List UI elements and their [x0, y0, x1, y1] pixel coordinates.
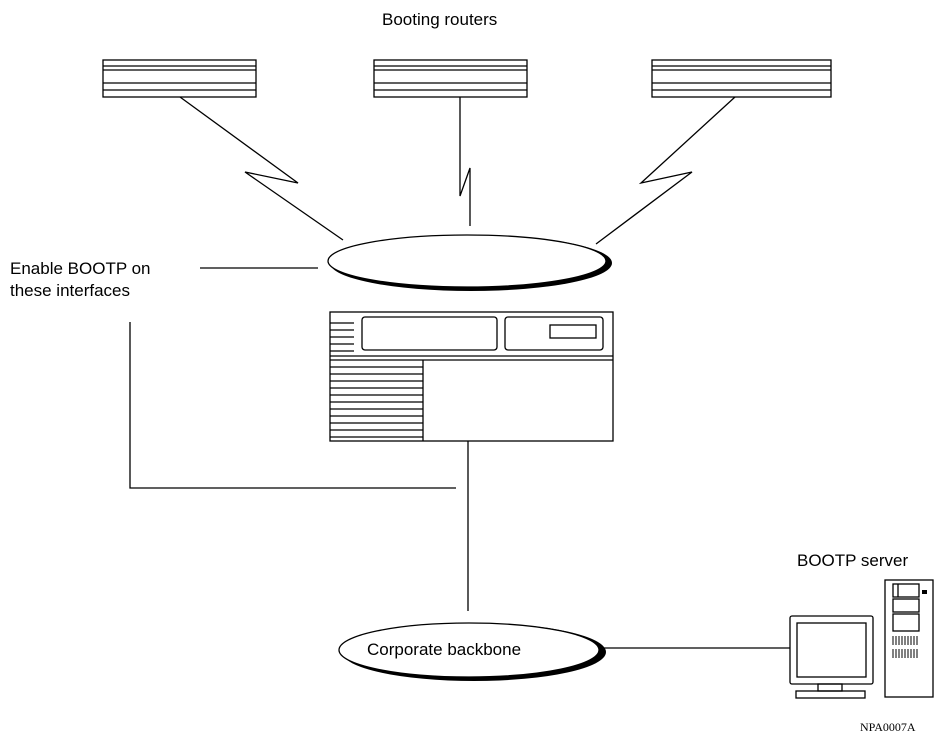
central-router [329, 311, 614, 442]
central-router-vents [330, 366, 423, 438]
figure-id: NPA0007A [860, 720, 916, 734]
corporate-backbone-label: Corporate backbone [367, 640, 522, 659]
interface-ellipse [327, 234, 607, 288]
booting-router-2 [373, 59, 528, 98]
enable-bootp-label-line1: Enable BOOTP on [10, 259, 151, 278]
callout-line-to-link [129, 322, 456, 489]
booting-routers-label: Booting routers [382, 10, 498, 29]
tower-indicator [922, 590, 927, 594]
wan-link-3 [595, 96, 736, 245]
wan-link-1 [179, 96, 344, 241]
bootp-server-tower [884, 579, 934, 698]
central-router-vents-top [330, 322, 354, 352]
booting-router-3 [651, 59, 832, 98]
booting-router-1 [102, 59, 257, 98]
enable-bootp-label-line2: these interfaces [10, 281, 131, 300]
bootp-server-label: BOOTP server [797, 551, 909, 570]
bootp-server-monitor [789, 615, 874, 699]
backbone-ellipse [338, 622, 600, 678]
wan-link-2 [459, 97, 471, 226]
